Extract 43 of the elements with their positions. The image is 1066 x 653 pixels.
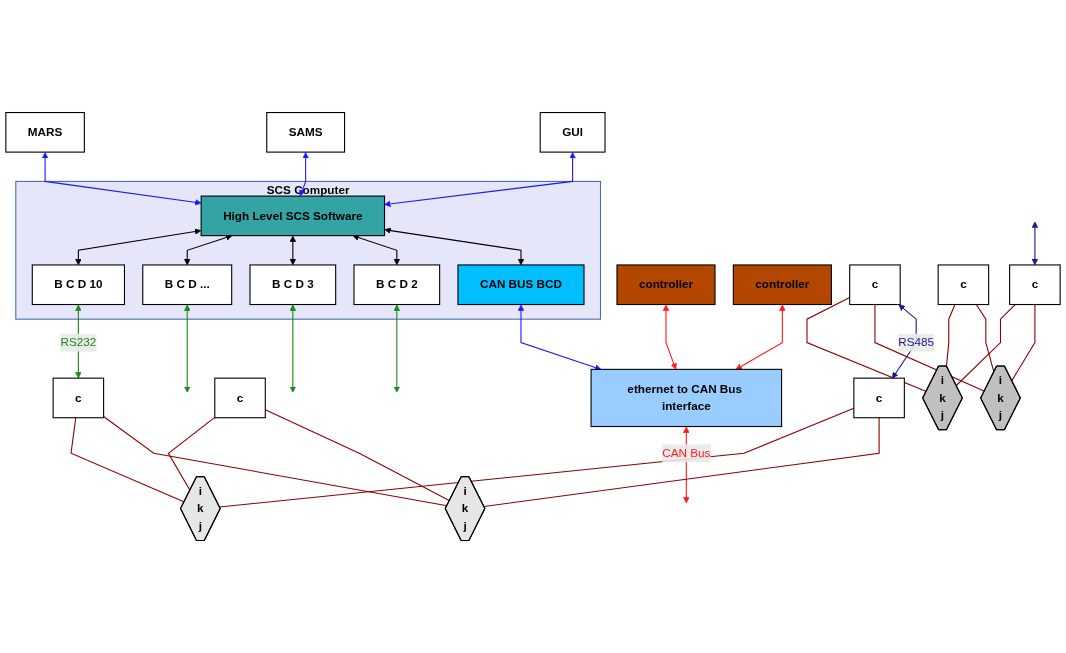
- arrow: [289, 235, 297, 266]
- connector: [1011, 303, 1036, 382]
- node-box: B C D ...: [142, 264, 233, 306]
- node-box: GUI: [539, 112, 606, 153]
- node-box: SAMS: [266, 112, 346, 153]
- node-box: High Level SCS Software: [200, 195, 386, 237]
- node-box: c: [853, 377, 905, 419]
- node-box: controller: [616, 264, 716, 306]
- arrow: [184, 234, 233, 266]
- connector: [103, 415, 448, 507]
- node-box: c: [937, 264, 990, 306]
- arrow: [184, 304, 191, 393]
- node-box: MARS: [5, 112, 85, 153]
- connector: [483, 417, 880, 508]
- edge-label: RS232: [60, 336, 97, 349]
- node-box: c: [1009, 264, 1061, 306]
- connector: [70, 417, 185, 503]
- node-box: B C D 10: [31, 264, 125, 306]
- arrow: [393, 304, 401, 393]
- node-box: c: [849, 264, 901, 306]
- arrow: [662, 304, 677, 370]
- arrow: [41, 152, 202, 206]
- node-box: controller: [732, 264, 832, 306]
- arrow: [735, 304, 786, 370]
- arrow: [384, 152, 576, 208]
- connector: [806, 296, 927, 393]
- node-box: c: [52, 377, 105, 419]
- arrow: [1031, 221, 1039, 266]
- connector: [955, 303, 1016, 387]
- edge-label: RS485: [898, 336, 935, 349]
- arrow: [352, 234, 401, 266]
- connector: [945, 303, 956, 367]
- node-box: ethernet to CAN Bus interface: [590, 368, 783, 428]
- edge-label: CAN Bus: [662, 446, 711, 460]
- arrow: [75, 228, 202, 266]
- arrow: [384, 227, 525, 266]
- node-box: CAN BUS BCD: [457, 264, 585, 306]
- node-box: c: [214, 377, 266, 419]
- arrow: [517, 304, 602, 371]
- arrow: [299, 152, 309, 197]
- arrow: [289, 304, 297, 393]
- node-box: B C D 2: [353, 264, 441, 306]
- node-box: B C D 3: [249, 264, 337, 306]
